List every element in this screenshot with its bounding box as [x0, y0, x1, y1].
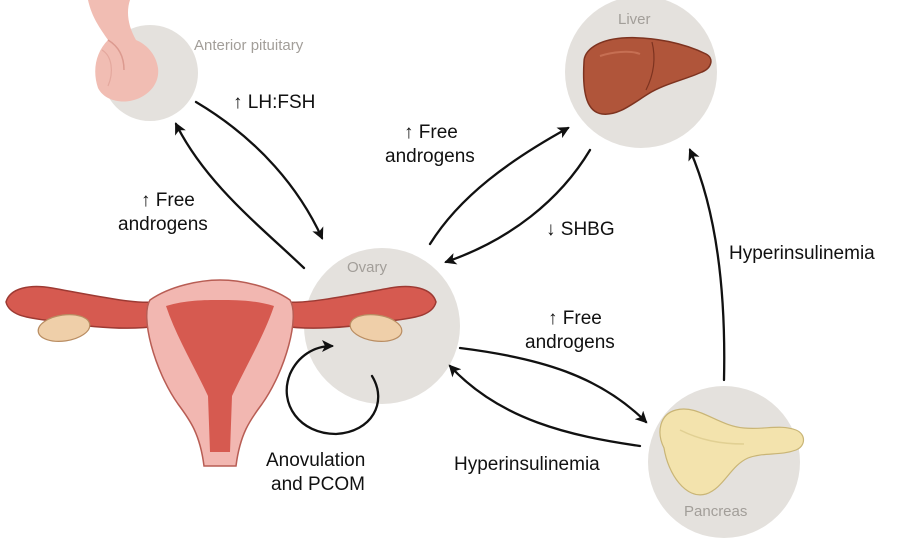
arrow-liver-to-ovary	[444, 148, 592, 265]
arrow-ovary-to-liver	[428, 126, 570, 246]
arrow-ovary-to-pancreas	[458, 346, 648, 424]
label-free-androgens-liver-line1: ↑ Free	[404, 122, 458, 143]
pancreas-label: Pancreas	[684, 503, 747, 520]
label-anovulation-line2: and PCOM	[271, 474, 365, 495]
arrow-pancreas-to-liver	[688, 148, 726, 382]
uterus-icon	[5, 279, 437, 467]
label-free-androgens-pituitary-line1: ↑ Free	[141, 190, 195, 211]
pituitary-icon	[88, 0, 159, 102]
ovary-label: Ovary	[347, 259, 388, 276]
label-free-androgens-pancreas-line2: androgens	[525, 332, 615, 353]
label-free-androgens-liver-line2: androgens	[385, 146, 475, 167]
label-free-androgens-pituitary-line2: androgens	[118, 214, 208, 235]
arrow-ovary-to-pituitary	[174, 122, 306, 270]
arrow-pituitary-to-ovary	[194, 100, 324, 240]
label-lh-fsh: ↑ LH:FSH	[233, 92, 315, 113]
liver-icon	[582, 36, 712, 115]
label-anovulation-line1: Anovulation	[266, 450, 365, 471]
arrow-pancreas-to-ovary	[448, 364, 642, 448]
liver-label: Liver	[618, 11, 651, 28]
pancreas-icon	[659, 408, 805, 496]
label-free-androgens-pancreas-line1: ↑ Free	[548, 308, 602, 329]
label-hyperinsulinemia-liver: Hyperinsulinemia	[729, 243, 875, 264]
label-hyperinsulinemia-ovary: Hyperinsulinemia	[454, 454, 600, 475]
arrow-ovary-self-loop	[285, 340, 380, 436]
pituitary-label: Anterior pituitary	[194, 37, 304, 54]
label-shbg: ↓ SHBG	[546, 219, 615, 240]
